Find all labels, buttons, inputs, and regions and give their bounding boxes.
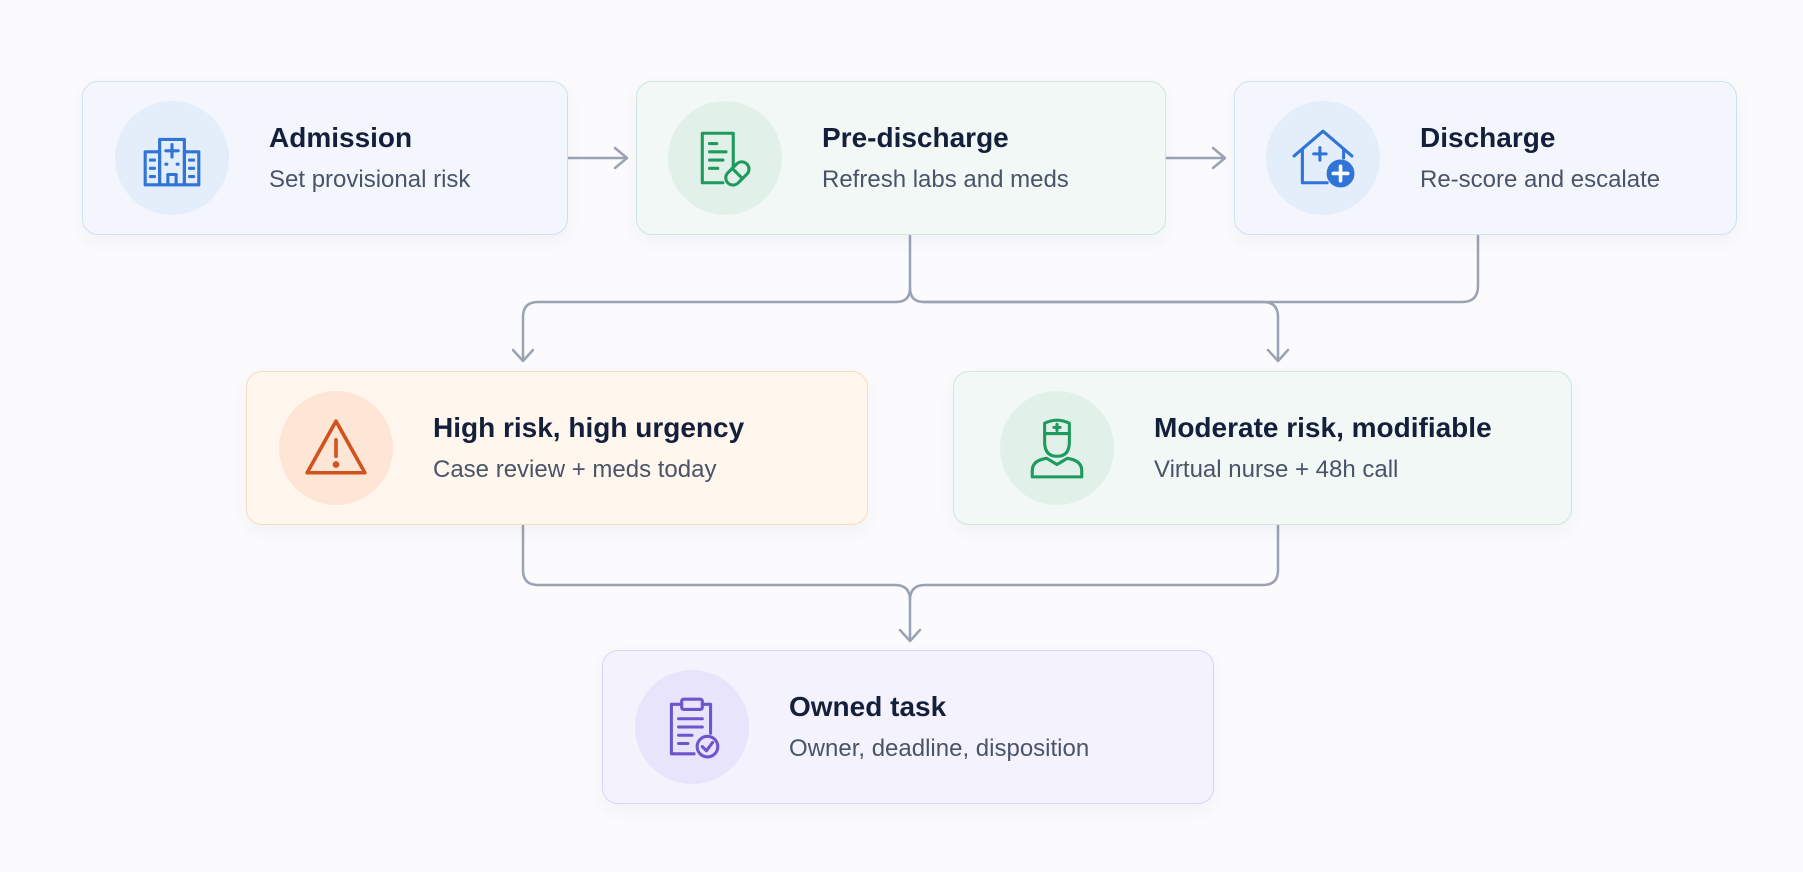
- node-subtitle: Owner, deadline, disposition: [789, 735, 1090, 762]
- arrow-admission-to-pre-discharge: [566, 146, 629, 170]
- connector-merge-to-owned-task: [521, 524, 1280, 643]
- node-title: Discharge: [1420, 122, 1556, 153]
- node-subtitle: Case review + meds today: [433, 456, 717, 483]
- nurse-icon: [1000, 391, 1114, 505]
- node-subtitle: Set provisional risk: [269, 166, 471, 193]
- node-subtitle: Re-score and escalate: [1420, 166, 1661, 193]
- home-medical-icon: [1266, 101, 1380, 215]
- node-pre-discharge: Pre-discharge Refresh labs and meds: [636, 81, 1166, 235]
- arrow-pre-discharge-to-discharge: [1164, 146, 1227, 170]
- node-owned-task: Owned task Owner, deadline, disposition: [602, 650, 1214, 804]
- node-subtitle: Virtual nurse + 48h call: [1154, 456, 1399, 483]
- node-title: Moderate risk, modifiable: [1154, 412, 1492, 443]
- connector-pre-discharge-branch: [894, 234, 926, 304]
- node-moderate-risk: Moderate risk, modifiable Virtual nurse …: [953, 371, 1572, 525]
- node-discharge: Discharge Re-score and escalate: [1234, 81, 1737, 235]
- node-title: Owned task: [789, 691, 947, 722]
- node-title: High risk, high urgency: [433, 412, 745, 443]
- node-title: Admission: [269, 122, 413, 153]
- hospital-icon: [115, 101, 229, 215]
- node-admission: Admission Set provisional risk: [82, 81, 568, 235]
- connector-discharge-branch: [922, 234, 1480, 304]
- node-title: Pre-discharge: [822, 122, 1009, 153]
- node-high-risk: High risk, high urgency Case review + me…: [246, 371, 868, 525]
- node-subtitle: Refresh labs and meds: [822, 166, 1069, 193]
- warning-icon: [279, 391, 393, 505]
- prescription-pill-icon: [668, 101, 782, 215]
- arrow-to-moderate-risk: [922, 300, 1290, 363]
- clipboard-check-icon: [635, 670, 749, 784]
- arrow-to-high-risk: [511, 300, 898, 363]
